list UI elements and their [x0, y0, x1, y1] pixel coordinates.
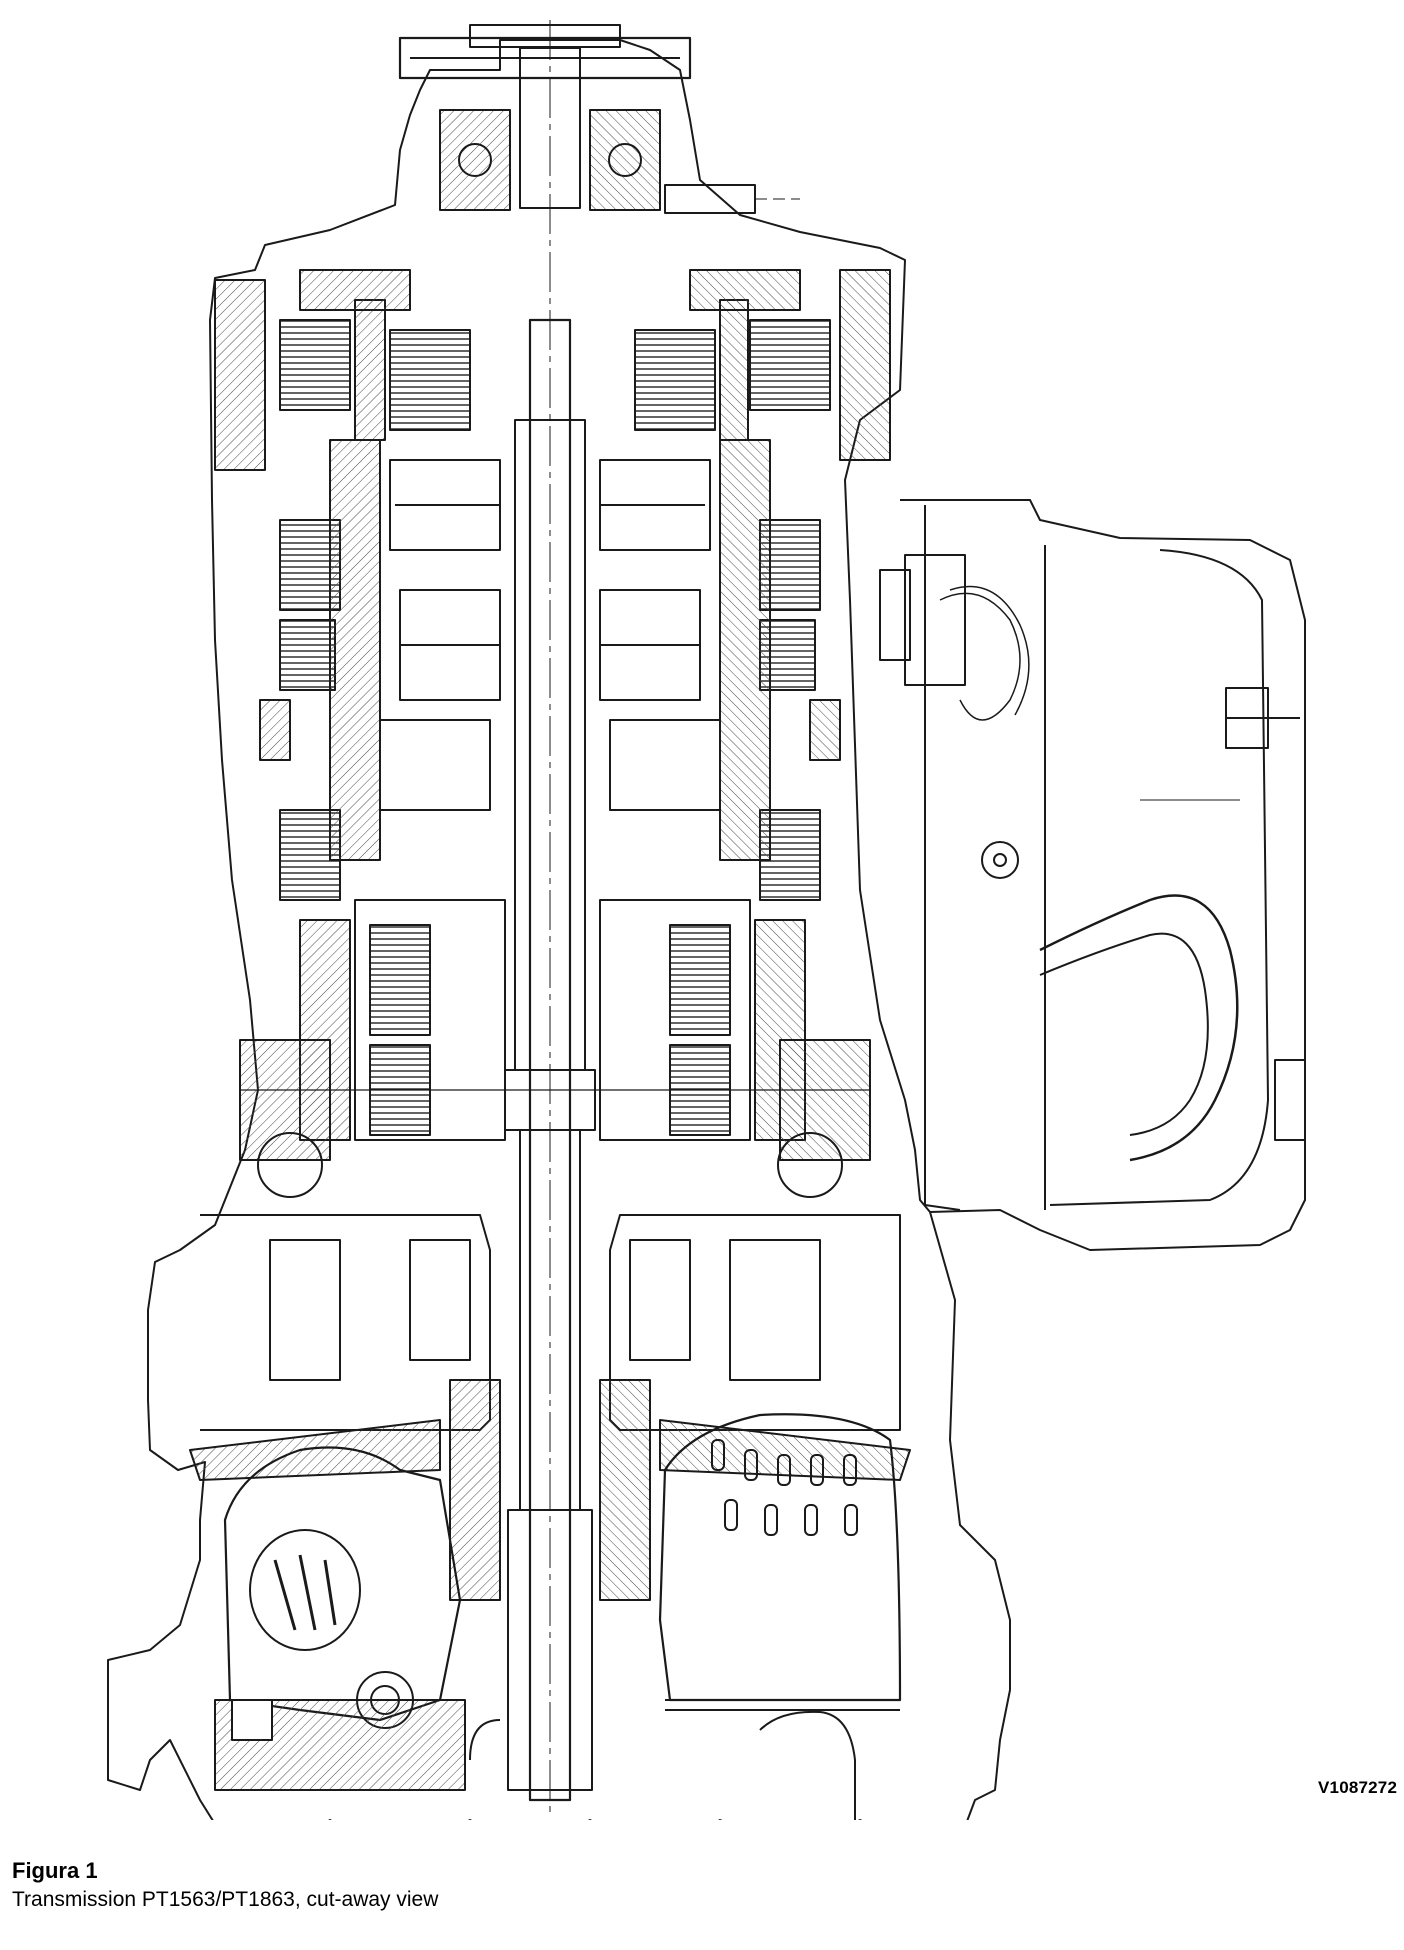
- filter-canister: [658, 1413, 902, 1702]
- figure-caption: Figura 1 Transmission PT1563/PT1863, cut…: [12, 1858, 438, 1912]
- figure-title: Figura 1: [12, 1858, 98, 1883]
- side-case: [900, 499, 1306, 1251]
- figure-caption-text: Transmission PT1563/PT1863, cut-away vie…: [12, 1888, 439, 1911]
- output-flange: [398, 36, 692, 80]
- transmission-cutaway-drawing: [107, 20, 1306, 1820]
- pto-unit: [223, 1446, 462, 1722]
- figure-reference-code: V1087272: [1318, 1778, 1398, 1797]
- housing-outline: [107, 39, 1011, 1820]
